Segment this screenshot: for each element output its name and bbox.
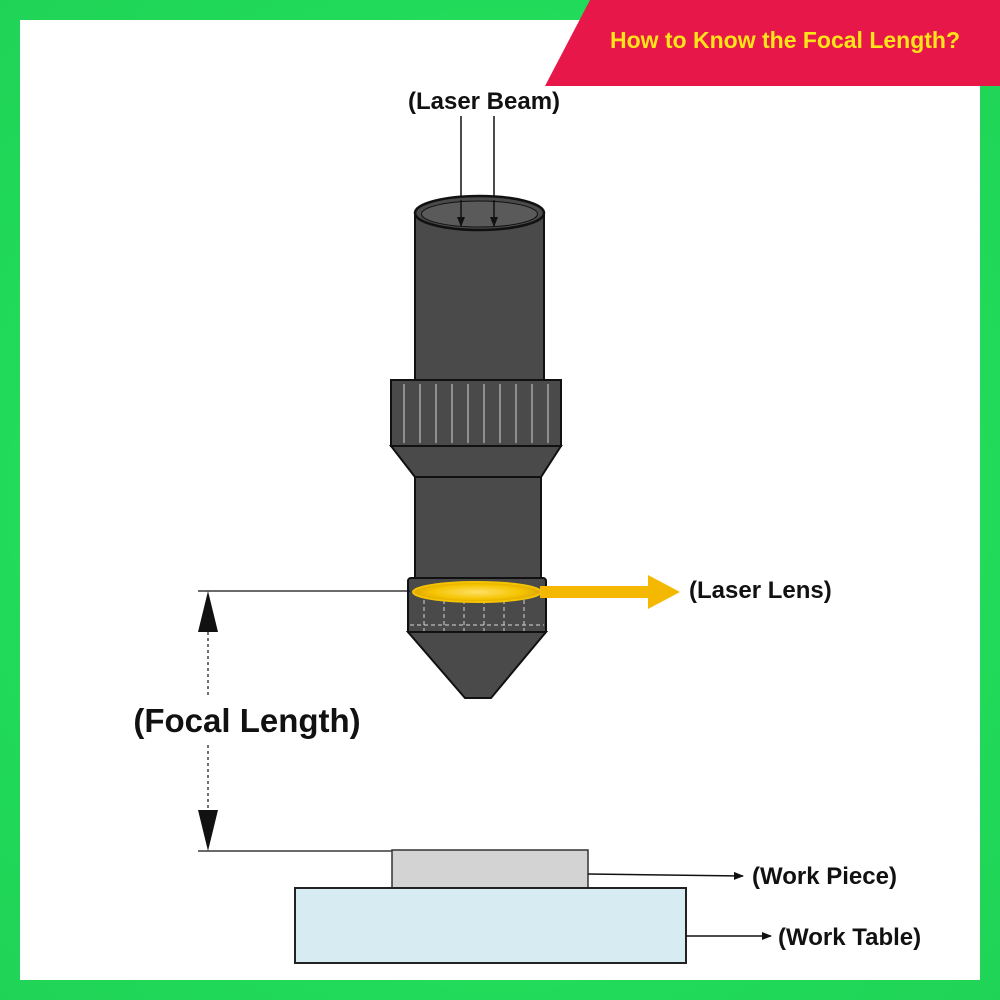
title-banner: How to Know the Focal Length? <box>545 0 1000 86</box>
work-piece-pointer <box>587 871 744 880</box>
work-area: (Work Piece) (Work Table) <box>294 849 921 964</box>
laser-lens-arrow-head <box>648 575 680 609</box>
focal-arrow-top <box>198 591 218 632</box>
nozzle-tip <box>405 631 549 699</box>
focal-length-dimension: (Focal Length) <box>133 590 410 852</box>
tube-opening-inner <box>421 200 538 228</box>
laser-lens-arrow-shaft <box>540 586 650 598</box>
banner-background <box>545 0 1000 86</box>
ring-taper <box>388 445 563 478</box>
knurled-ring <box>390 379 562 447</box>
focal-arrow-bottom <box>198 810 218 851</box>
laser-beam-label: (Laser Beam) <box>408 88 560 115</box>
banner-title: How to Know the Focal Length? <box>610 27 960 53</box>
upper-tube <box>414 212 545 381</box>
work-table-label: (Work Table) <box>778 924 921 951</box>
laser-lens-label: (Laser Lens) <box>689 577 832 604</box>
laser-lens-pointer: (Laser Lens) <box>540 575 832 609</box>
laser-head <box>388 194 563 699</box>
work-table <box>294 887 687 964</box>
focal-length-label: (Focal Length) <box>133 702 360 739</box>
knurl-lines <box>403 384 549 443</box>
lower-tube <box>414 476 542 579</box>
work-piece-label: (Work Piece) <box>752 863 897 890</box>
work-piece <box>391 849 589 889</box>
lens-housing-dashes <box>410 600 544 632</box>
laser-lens <box>412 581 542 603</box>
